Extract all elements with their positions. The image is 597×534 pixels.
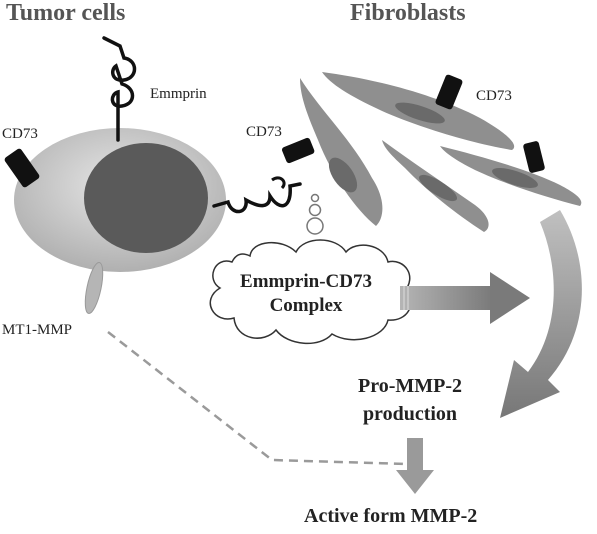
fibroblast-3-nucleus [418, 174, 458, 202]
header-fibroblasts: Fibroblasts [350, 0, 466, 26]
fibroblast-cells [300, 72, 582, 232]
pro-mmp2-line2: production [362, 403, 458, 425]
particle-2 [308, 203, 322, 217]
fibroblast-1-nucleus [328, 157, 358, 193]
active-mmp2-label: Active form MMP-2 [304, 505, 478, 527]
fibroblast-1 [300, 78, 383, 226]
arrow-complex-to-pro [400, 272, 530, 324]
pro-mmp2-label: Pro-MMP-2 production [330, 372, 490, 428]
complex-line2: Complex [269, 295, 343, 316]
arrow-pro-to-active [396, 438, 434, 494]
cd73-block-tumor [4, 148, 40, 188]
fibroblast-2-nucleus [395, 102, 445, 124]
label-cd73-fibro-left: CD73 [246, 124, 282, 140]
emmprin-squiggle-top [102, 36, 137, 142]
tumor-nucleus [84, 143, 208, 253]
label-mt1-mmp: MT1-MMP [2, 322, 73, 338]
particle-3 [306, 217, 324, 235]
label-cd73-tumor: CD73 [2, 126, 38, 142]
mt1-mmp-shape [84, 262, 104, 314]
particle-1 [310, 193, 320, 203]
cd73-block-fibro-right [523, 141, 545, 173]
cd73-block-fibro-top [435, 74, 463, 110]
cd73-block-fibro-left [282, 137, 315, 164]
emmprin-squiggle-right [212, 182, 302, 214]
emmprin-coil-small [271, 176, 286, 190]
fibroblast-4-nucleus [492, 168, 538, 188]
arrow-fibroblast-to-pro [500, 210, 582, 418]
complex-cloud [209, 239, 412, 345]
complex-line1: Emmprin-CD73 [240, 271, 372, 292]
label-emmprin: Emmprin [150, 86, 207, 102]
label-cd73-fibro-top: CD73 [476, 88, 512, 104]
complex-label: Emmprin-CD73 Complex [226, 270, 386, 318]
pro-mmp2-line1: Pro-MMP-2 [357, 375, 463, 397]
header-tumor-cells: Tumor cells [6, 0, 126, 26]
